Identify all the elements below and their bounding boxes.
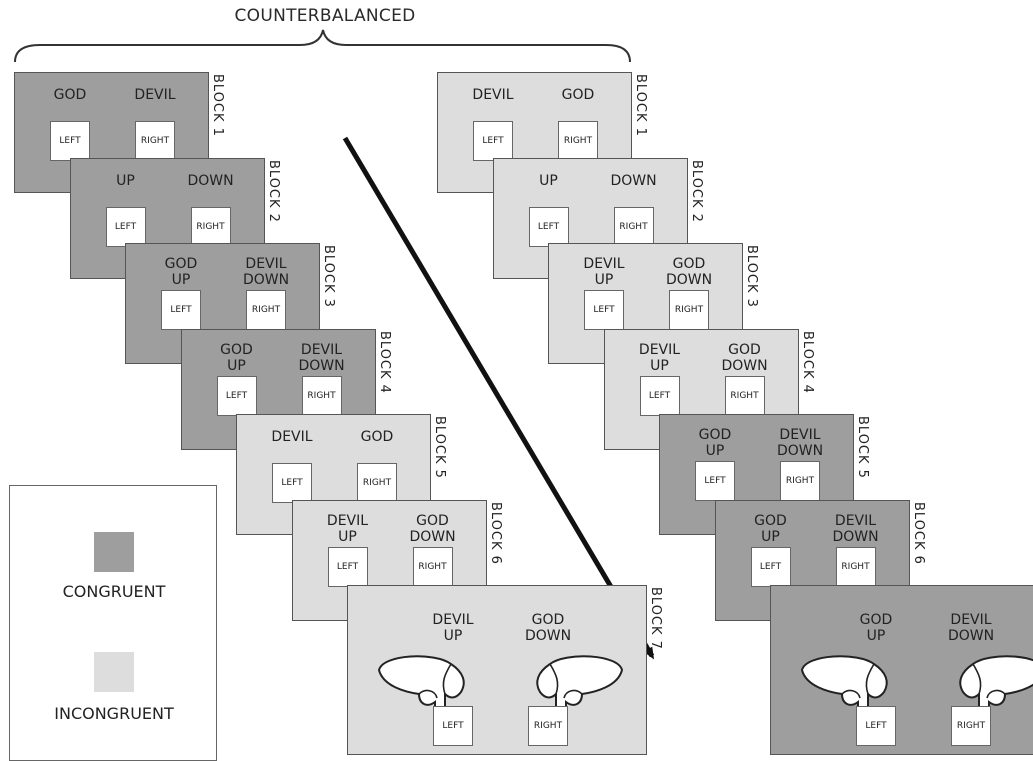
left-key: LEFT — [639, 375, 680, 416]
sequence-arrow — [342, 136, 655, 660]
congruent-swatch — [94, 532, 134, 572]
right-category-label: GOD DOWN — [665, 256, 713, 288]
incongruent-legend-label: INCONGRUENT — [54, 704, 174, 723]
left-category-label: DEVIL UP — [638, 341, 681, 374]
right-key: RIGHT — [780, 461, 820, 501]
right-category-label: DEVIL DOWN — [242, 256, 290, 288]
left-key: LEFT — [327, 546, 368, 587]
left-key: LEFT — [272, 463, 312, 503]
block-label: BLOCK 5 — [855, 416, 870, 479]
right-key: RIGHT — [558, 121, 598, 161]
left-category-label: DEVIL UP — [583, 256, 625, 288]
legend: CONGRUENT INCONGRUENT — [9, 485, 217, 761]
right-category-label: DEVIL DOWN — [832, 512, 879, 545]
block-label: BLOCK 1 — [210, 74, 225, 137]
congruent-legend-label: CONGRUENT — [62, 582, 166, 601]
right-category-label: DEVIL — [134, 87, 176, 103]
right-key: RIGHT — [724, 375, 765, 416]
block-label: BLOCK 7 — [648, 587, 663, 650]
block-label: BLOCK 3 — [744, 245, 759, 308]
left-key: LEFT — [105, 206, 146, 247]
incongruent-swatch — [94, 652, 134, 692]
block-label: BLOCK 1 — [633, 74, 648, 137]
left-key: LEFT — [161, 290, 201, 330]
left-category-label: GOD UP — [754, 512, 787, 545]
left-key: LEFT — [695, 461, 735, 501]
right-key: RIGHT — [951, 706, 991, 746]
block-label: BLOCK 4 — [799, 330, 815, 394]
right-key: RIGHT — [613, 206, 654, 247]
right-category-label: DEVIL DOWN — [776, 427, 824, 459]
right-key: RIGHT — [412, 546, 453, 587]
left-key: LEFT — [750, 546, 791, 587]
left-key: LEFT — [50, 121, 90, 161]
right-key: RIGHT — [135, 121, 175, 161]
left-key: LEFT — [433, 706, 473, 746]
left-category-label: DEVIL — [472, 87, 514, 103]
left-category-label: DEVIL UP — [432, 612, 474, 644]
block-label: BLOCK 6 — [487, 501, 503, 565]
left-category-label: DEVIL — [271, 429, 313, 445]
right-category-label: GOD — [561, 87, 595, 103]
right-key: RIGHT — [190, 206, 231, 247]
block-6: GOD UP DEVIL DOWN LEFT RIGHT — [714, 499, 910, 621]
block-label: BLOCK 3 — [321, 245, 336, 308]
left-category-label: GOD UP — [164, 256, 198, 288]
right-key: RIGHT — [669, 290, 709, 330]
block-label: BLOCK 4 — [376, 330, 392, 394]
block-label: BLOCK 2 — [265, 159, 281, 223]
right-category-label: DOWN — [610, 172, 657, 189]
right-category-label: GOD DOWN — [721, 341, 768, 374]
right-key: RIGHT — [246, 290, 286, 330]
right-category-label: GOD DOWN — [524, 612, 572, 644]
left-key: LEFT — [473, 121, 513, 161]
right-category-label: DEVIL DOWN — [298, 341, 345, 374]
right-key: RIGHT — [835, 546, 876, 587]
right-category-label: GOD — [360, 429, 394, 445]
right-key: RIGHT — [357, 463, 397, 503]
left-category-label: UP — [116, 172, 135, 189]
left-category-label: DEVIL UP — [326, 512, 369, 545]
left-category-label: UP — [539, 172, 558, 189]
right-category-label: DOWN — [187, 172, 234, 189]
block-label: BLOCK 5 — [432, 416, 447, 479]
right-key: RIGHT — [528, 706, 568, 746]
left-key: LEFT — [528, 206, 569, 247]
left-key: LEFT — [856, 706, 896, 746]
right-category-label: DEVIL DOWN — [947, 612, 995, 644]
left-category-label: GOD — [53, 87, 87, 103]
right-key: RIGHT — [301, 375, 342, 416]
block-7: DEVIL UP GOD DOWN LEFT RIGHT — [347, 585, 647, 755]
left-key: LEFT — [584, 290, 624, 330]
left-category-label: GOD UP — [698, 427, 732, 459]
left-category-label: GOD UP — [859, 612, 893, 644]
left-key: LEFT — [216, 375, 257, 416]
block-label: BLOCK 2 — [688, 159, 704, 223]
right-category-label: GOD DOWN — [409, 512, 456, 545]
counterbalanced-brace — [14, 29, 631, 63]
block-label: BLOCK 6 — [910, 501, 926, 565]
diagram-title: COUNTERBALANCED — [234, 6, 416, 26]
left-category-label: GOD UP — [220, 341, 253, 374]
block-7: GOD UP DEVIL DOWN LEFT RIGHT — [770, 585, 1033, 755]
